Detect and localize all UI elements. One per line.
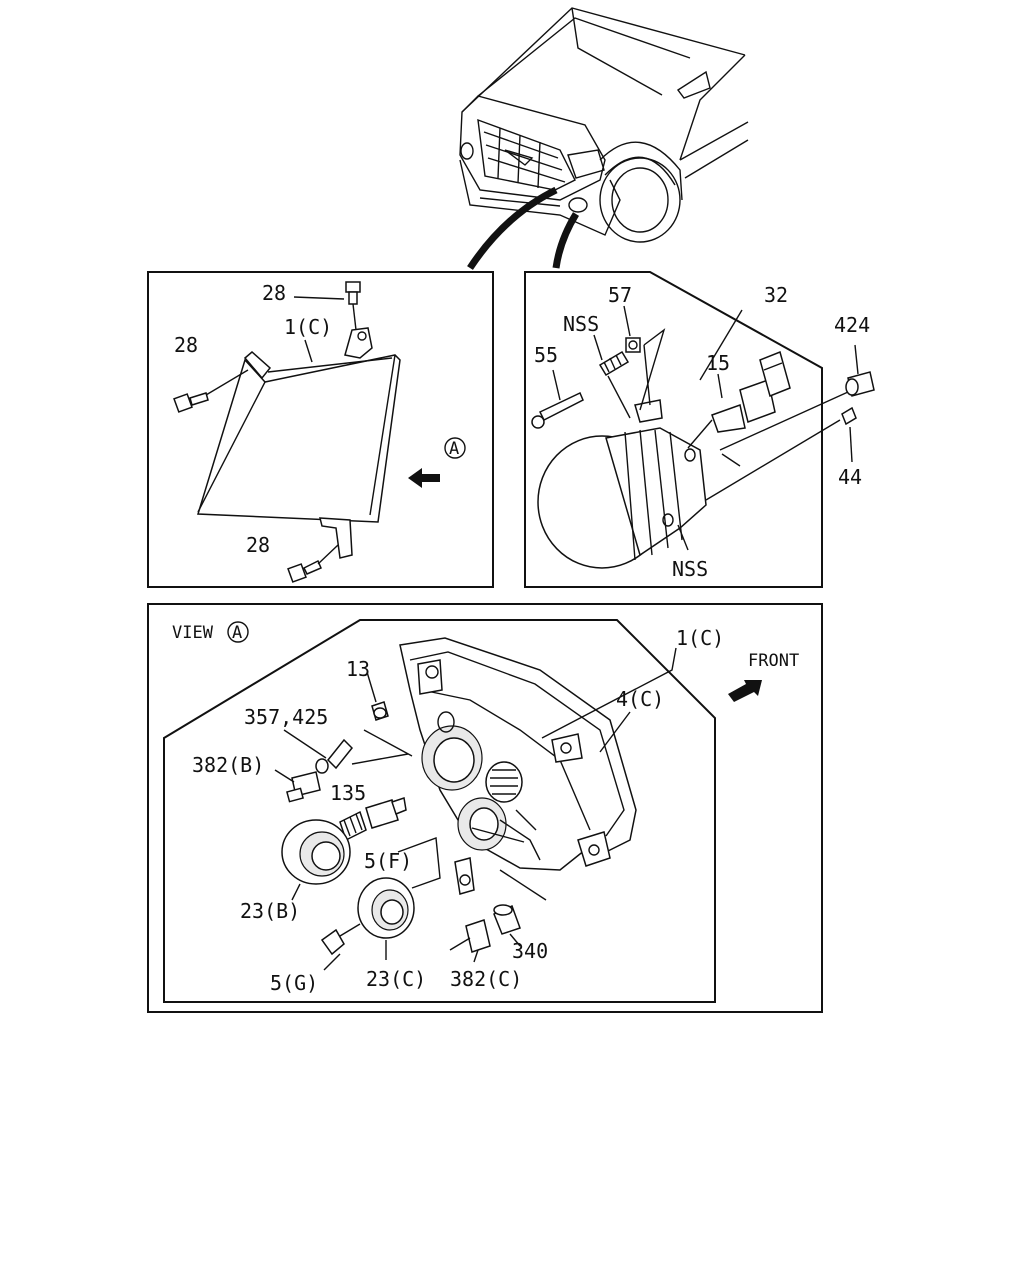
headlamp-lens xyxy=(197,327,401,559)
label-view-assembly: 1(C) xyxy=(676,626,724,650)
label-spring-135: 135 xyxy=(330,781,366,805)
label-bulb-15: 15 xyxy=(706,351,730,375)
vehicle-illustration xyxy=(459,7,749,270)
screw-top-icon xyxy=(345,281,361,331)
label-cap-23c: 23(C) xyxy=(366,967,426,991)
cap-23c-icon xyxy=(357,877,415,939)
label-bulb-5g: 5(G) xyxy=(270,971,318,995)
label-nss-top: NSS xyxy=(563,312,599,336)
label-bulb-340: 340 xyxy=(512,939,548,963)
label-nut-44: 44 xyxy=(838,465,862,489)
label-cap-23b: 23(B) xyxy=(240,899,300,923)
label-headlamp: 1(C) xyxy=(284,315,332,339)
label-screw-left: 28 xyxy=(174,333,198,357)
view-a-panel-border xyxy=(147,603,823,1013)
clip-57-icon xyxy=(625,337,641,353)
bulb-357-425-icon xyxy=(315,738,354,774)
screw-left-icon xyxy=(173,369,249,413)
label-socket-382b: 382(B) xyxy=(192,753,264,777)
view-a-panel: VIEW A FRONT xyxy=(147,603,823,1013)
headlamp-housing xyxy=(399,637,637,895)
label-screw-55: 55 xyxy=(534,343,558,367)
bulb-5g-icon xyxy=(320,923,361,956)
label-socket-382c: 382(C) xyxy=(450,967,522,991)
bulb-5f-icon xyxy=(365,797,407,829)
socket-382c-icon xyxy=(449,919,491,953)
view-a-arrow-icon xyxy=(408,437,466,488)
label-fog-assembly: 32 xyxy=(764,283,788,307)
label-clip: 57 xyxy=(608,283,632,307)
headlamp-panel: 28 1(C) 28 28 A xyxy=(147,271,494,588)
fog-lamp-panel: 32 57 NSS 55 15 424 44 NSS xyxy=(524,271,875,588)
screw-bottom-icon xyxy=(287,544,339,583)
label-bulb-5f: 5(F) xyxy=(364,849,412,873)
front-label: FRONT xyxy=(748,651,799,671)
cap-23b-icon xyxy=(281,819,351,885)
socket-382b-icon xyxy=(286,771,321,803)
label-grommet-13: 13 xyxy=(346,657,370,681)
view-a-marker: A xyxy=(232,623,242,643)
bulb-340-icon xyxy=(493,904,521,935)
nss-spring-icon xyxy=(598,350,631,419)
connector-icon xyxy=(485,761,523,803)
label-bulb-357-425: 357,425 xyxy=(244,705,328,729)
headlamp-panel-border xyxy=(147,271,494,588)
view-a-title: VIEW xyxy=(172,623,214,643)
view-a-inner-border xyxy=(163,619,716,1003)
label-view-marker: A xyxy=(449,439,459,459)
label-housing: 4(C) xyxy=(616,687,664,711)
grommet-13-icon xyxy=(371,701,389,721)
bulb-15-icon xyxy=(687,350,791,449)
label-screw-bottom: 28 xyxy=(246,533,270,557)
label-screw-top: 28 xyxy=(262,281,286,305)
screw-55-icon xyxy=(531,391,584,429)
fog-lamp-panel-border xyxy=(524,271,823,588)
nut-44-icon xyxy=(841,406,857,426)
grommet-424-icon xyxy=(845,371,875,397)
fog-lamp-body xyxy=(537,399,707,569)
label-nss-bottom: NSS xyxy=(672,557,708,581)
label-grommet-424: 424 xyxy=(834,313,870,337)
front-arrow-icon xyxy=(728,680,762,702)
